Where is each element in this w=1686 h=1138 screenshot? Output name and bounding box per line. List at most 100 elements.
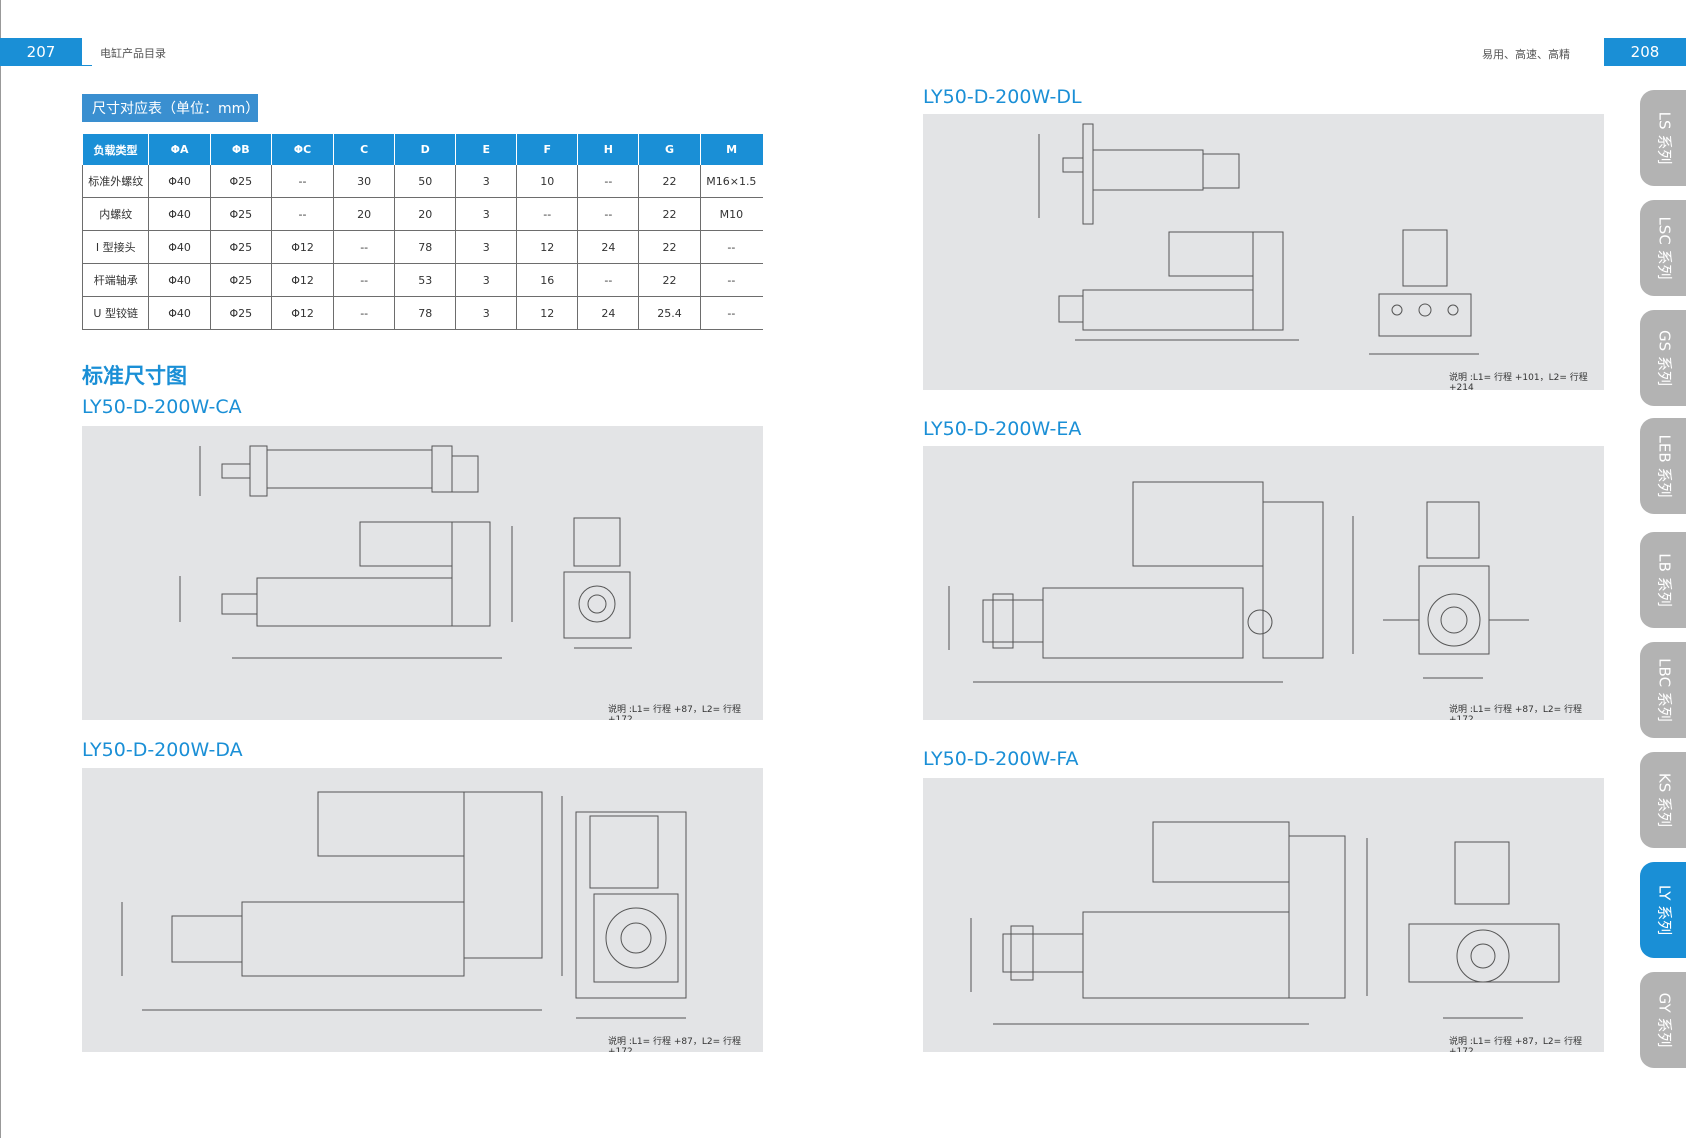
table-cell: 内螺纹 — [81, 197, 150, 231]
table-cell: Φ40 — [148, 296, 211, 330]
table-cell: -- — [577, 263, 640, 297]
table-cell: 3 — [455, 296, 518, 330]
table-cell: 24 — [577, 296, 640, 330]
table-cell: 16 — [516, 263, 579, 297]
technical-drawing-dl — [1038, 123, 1479, 355]
table-cell: 10 — [516, 165, 579, 198]
table-cell: Φ12 — [271, 230, 335, 264]
table-header-cell: G — [638, 134, 701, 165]
tab-series-2[interactable]: GS 系列 — [1640, 310, 1686, 406]
table-cell: 53 — [394, 263, 457, 297]
table-cell: Φ25 — [210, 263, 272, 297]
tab-series-6[interactable]: KS 系列 — [1640, 752, 1686, 848]
table-cell: 3 — [455, 165, 518, 198]
table-cell: 30 — [333, 165, 396, 198]
table-cell: 标准外螺纹 — [81, 165, 150, 198]
tab-series-8[interactable]: GY 系列 — [1640, 972, 1686, 1068]
table-header-cell: E — [455, 134, 518, 165]
table-header-cell: C — [333, 134, 396, 165]
section-heading: 标准尺寸图 — [82, 364, 187, 388]
model-title-ea: LY50-D-200W-EA — [923, 418, 1082, 440]
table-header-cell: M — [700, 134, 763, 165]
table-cell: -- — [700, 263, 764, 297]
table-cell: Φ40 — [148, 230, 211, 264]
slogan: 易用、高速、高精 — [1482, 48, 1570, 61]
table-cell: 杆端轴承 — [81, 263, 150, 297]
model-title-fa: LY50-D-200W-FA — [923, 748, 1079, 770]
tab-label: LB 系列 — [1655, 553, 1674, 607]
tab-series-0[interactable]: LS 系列 — [1640, 90, 1686, 186]
tab-series-1[interactable]: LSC 系列 — [1640, 200, 1686, 296]
table-cell: 50 — [394, 165, 457, 198]
table-cell: Φ25 — [210, 165, 272, 198]
table-header-cell: H — [577, 134, 640, 165]
table-cell: M10 — [700, 197, 764, 231]
header-rule-left — [82, 65, 92, 66]
table-cell: 78 — [394, 296, 457, 330]
table-cell: 12 — [516, 296, 579, 330]
table-cell: 3 — [455, 230, 518, 264]
table-cell: M16×1.5 — [700, 165, 764, 198]
note-ea: 说明 :L1= 行程 +87，L2= 行程 +172 — [1449, 705, 1583, 720]
table-cell: -- — [577, 197, 640, 231]
table-cell: 3 — [455, 263, 518, 297]
table-cell: Φ12 — [271, 263, 335, 297]
tab-series-7[interactable]: LY 系列 — [1640, 862, 1686, 958]
table-cell: -- — [333, 263, 396, 297]
note-da: 说明 :L1= 行程 +87，L2= 行程 +172 — [608, 1037, 742, 1052]
table-cell: 3 — [455, 197, 518, 231]
table-cell: 22 — [638, 165, 701, 198]
table-cell: -- — [700, 230, 764, 264]
tab-label: KS 系列 — [1655, 772, 1674, 828]
table-cell: 24 — [577, 230, 640, 264]
drawing-panel-ea: 说明 :L1= 行程 +87，L2= 行程 +172 — [923, 446, 1604, 720]
note-fa: 说明 :L1= 行程 +87，L2= 行程 +172 — [1449, 1037, 1583, 1052]
tab-label: LEB 系列 — [1655, 434, 1674, 498]
note-dl: 说明 :L1= 行程 +101，L2= 行程 +214 — [1449, 373, 1588, 390]
table-cell: -- — [271, 165, 335, 198]
tab-series-3[interactable]: LEB 系列 — [1640, 418, 1686, 514]
model-title-ca: LY50-D-200W-CA — [82, 396, 242, 418]
tab-label: LBC 系列 — [1655, 658, 1674, 722]
page-edge — [0, 0, 1, 1138]
table-cell: Φ25 — [210, 230, 272, 264]
table-cell: 25.4 — [638, 296, 701, 330]
table-header-cell: D — [394, 134, 457, 165]
tab-label: LY 系列 — [1655, 884, 1674, 936]
table-title: 尺寸对应表（单位：mm） — [82, 94, 259, 122]
tab-label: GS 系列 — [1655, 330, 1674, 386]
table-cell: 20 — [394, 197, 457, 231]
table-cell: 20 — [333, 197, 396, 231]
table-header-cell: 负载类型 — [82, 134, 150, 165]
tab-series-5[interactable]: LBC 系列 — [1640, 642, 1686, 738]
catalog-title: 电缸产品目录 — [100, 47, 166, 60]
technical-drawing-ea — [948, 481, 1529, 683]
left-page-number: 207 — [0, 38, 82, 66]
model-title-da: LY50-D-200W-DA — [82, 739, 243, 761]
table-header-cell: ΦA — [148, 134, 211, 165]
table-header-cell: ΦC — [271, 134, 335, 165]
table-cell: Φ40 — [148, 197, 211, 231]
table-cell: Φ25 — [210, 197, 272, 231]
table-cell: 22 — [638, 197, 701, 231]
table-cell: 12 — [516, 230, 579, 264]
table-cell: -- — [577, 165, 640, 198]
table-cell: U 型铰链 — [81, 296, 150, 330]
table-cell: 22 — [638, 263, 701, 297]
tab-series-4[interactable]: LB 系列 — [1640, 532, 1686, 628]
table-cell: Φ25 — [210, 296, 272, 330]
drawing-panel-fa: 说明 :L1= 行程 +87，L2= 行程 +172 — [923, 778, 1604, 1052]
table-cell: -- — [333, 230, 396, 264]
drawing-panel-ca: 说明 :L1= 行程 +87，L2= 行程 +172 — [82, 426, 763, 720]
drawing-panel-dl: 说明 :L1= 行程 +101，L2= 行程 +214 — [923, 114, 1604, 390]
technical-drawing-ca — [179, 445, 632, 659]
tab-label: LSC 系列 — [1655, 216, 1674, 280]
drawing-panel-da: 说明 :L1= 行程 +87，L2= 行程 +172 — [82, 768, 763, 1052]
